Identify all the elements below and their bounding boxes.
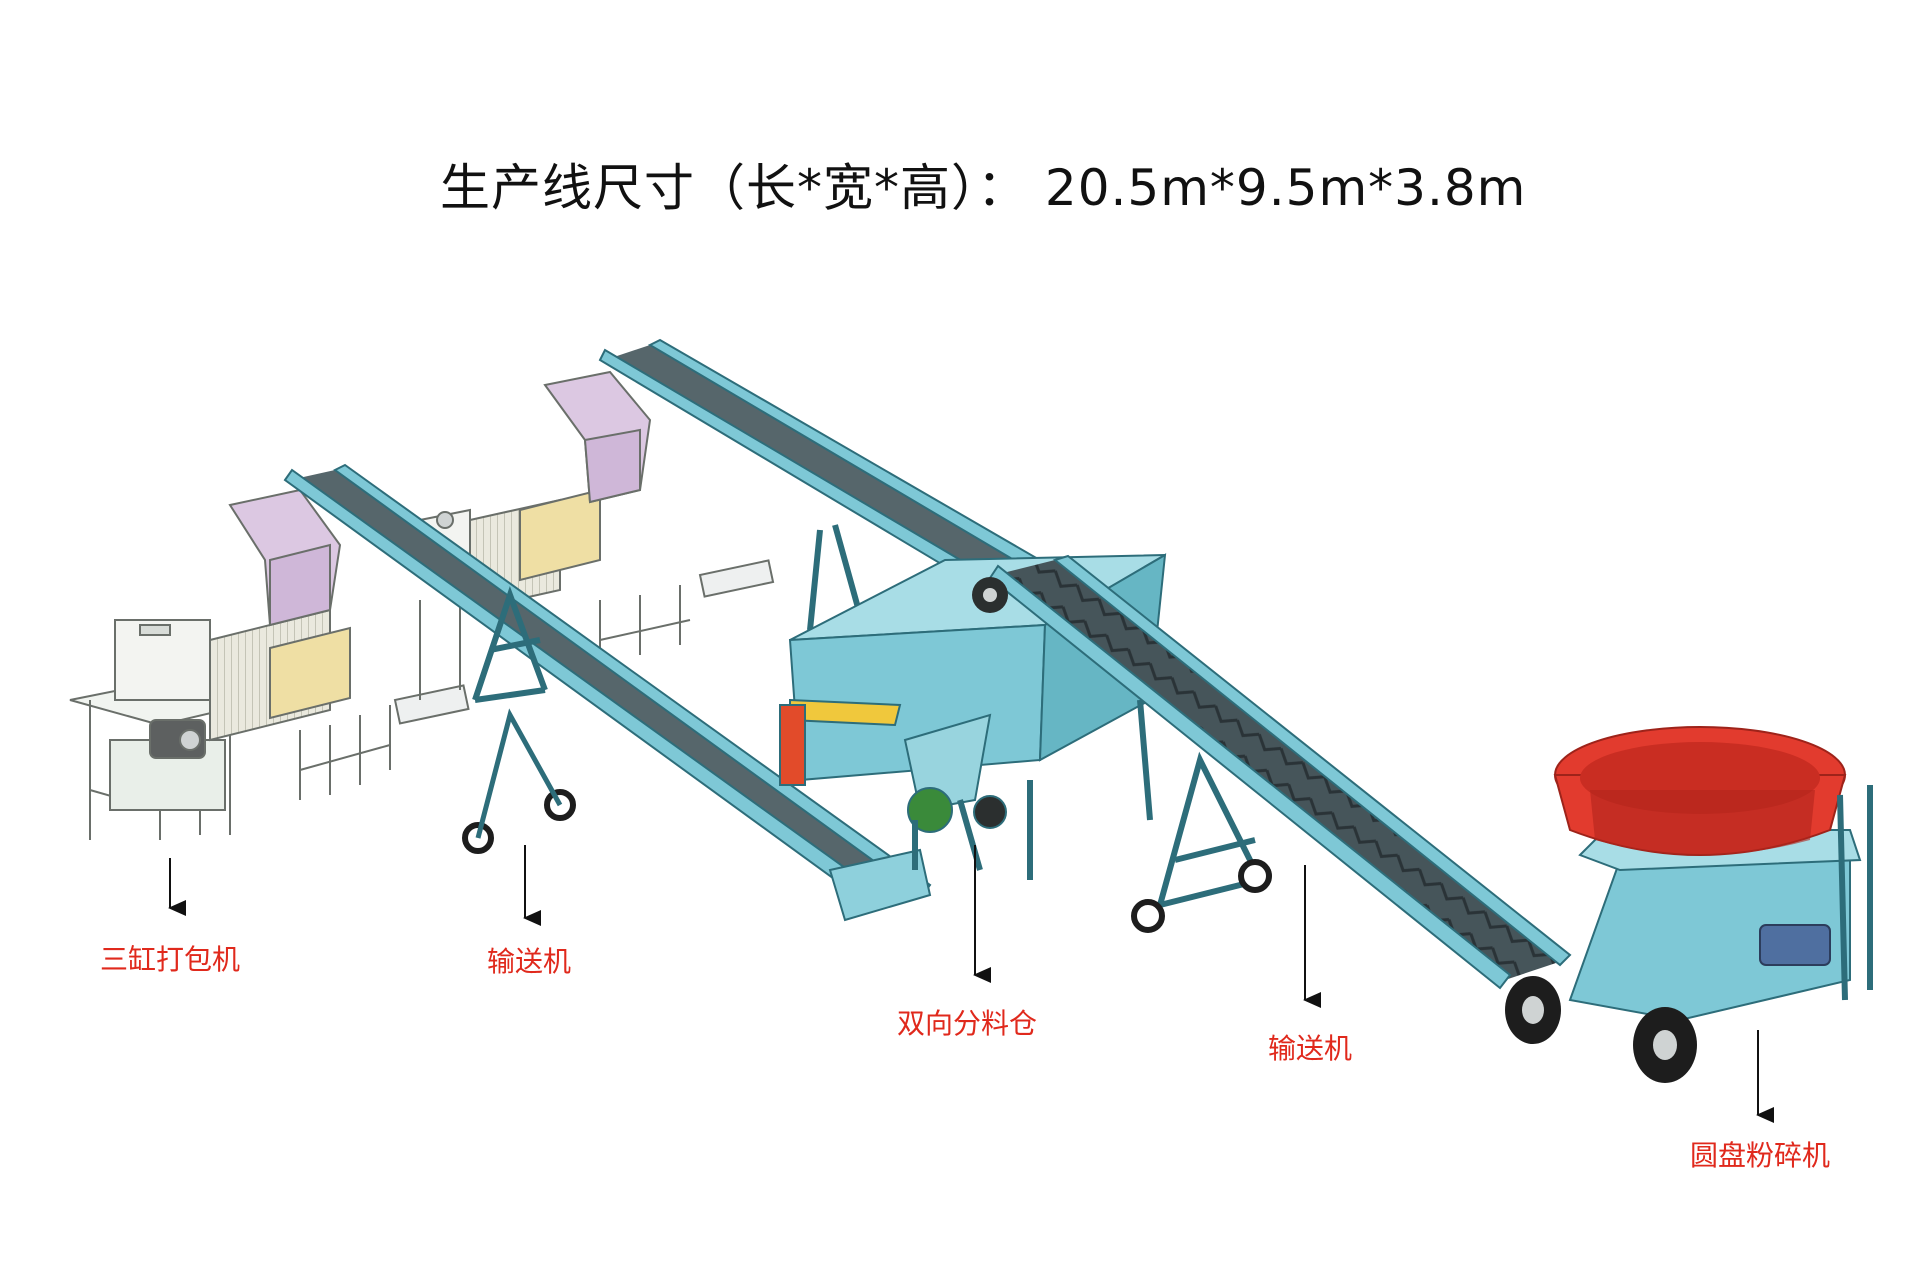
label-crusher: 圆盘粉碎机 xyxy=(1690,1139,1831,1172)
conveyor-back xyxy=(598,338,1097,631)
conveyor-right xyxy=(972,554,1572,990)
label-conveyor-right: 输送机 xyxy=(1268,1032,1353,1065)
page-title: 生产线尺寸（长*宽*高）： 20.5m*9.5m*3.8m xyxy=(440,159,1527,217)
label-baler: 三缸打包机 xyxy=(100,943,241,976)
tub-grinder xyxy=(1505,726,1873,1083)
label-bin: 双向分料仓 xyxy=(897,1007,1038,1040)
conveyor-left xyxy=(283,463,932,922)
label-conveyor-left: 输送机 xyxy=(487,945,572,978)
baler-machine-front xyxy=(69,488,470,840)
